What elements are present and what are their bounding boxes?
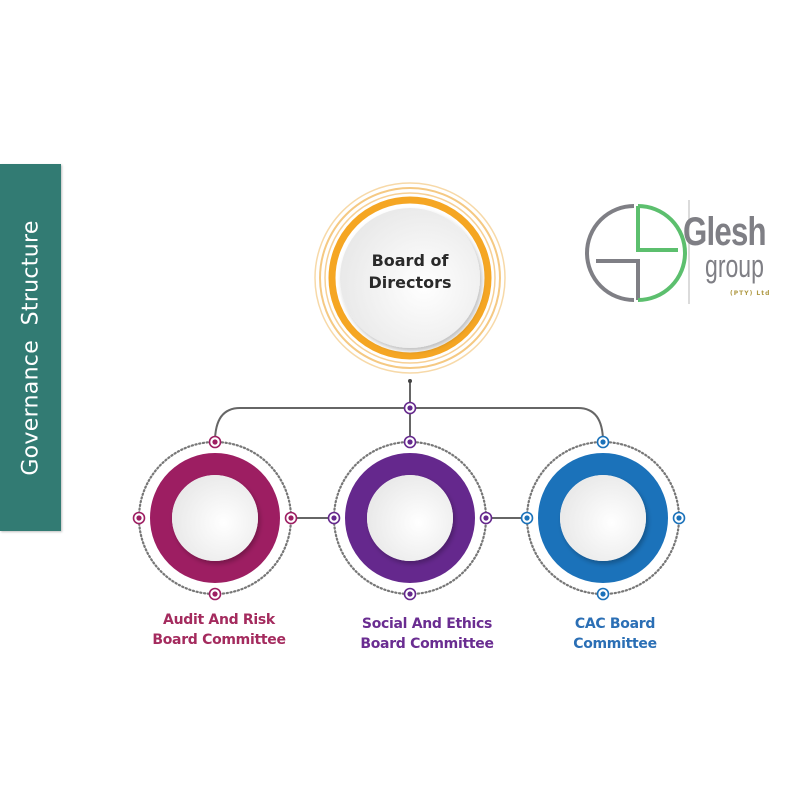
committee-face: [367, 475, 453, 561]
connector-node-icon: [596, 587, 610, 601]
logo-name: Glesh: [683, 210, 767, 254]
board-node[interactable]: [314, 182, 506, 374]
board-label-line2: Directors: [368, 273, 452, 292]
connector-node-icon: [208, 435, 222, 449]
board-halo-ring: [324, 192, 496, 364]
committee-label-audit-risk: Audit And Risk Board Committee: [124, 610, 314, 650]
glesh-logo: Glesh group (PTY) Ltd: [585, 195, 800, 305]
logo-suffix: (PTY) Ltd: [730, 290, 771, 297]
board-label: Board of Directors: [330, 250, 490, 294]
committee-label-line1: Audit And Risk: [163, 612, 275, 628]
committee-label-cac: CAC Board Committee: [520, 614, 710, 654]
connector-node-icon: [132, 511, 146, 525]
committee-ring: [150, 453, 280, 583]
committee-label-line1: Social And Ethics: [361, 616, 493, 632]
board-ring: [328, 196, 492, 360]
connector-node-icon: [672, 511, 686, 525]
committee-label-line1: CAC Board: [574, 616, 656, 632]
board-halo-ring: [319, 187, 501, 369]
committee-label-social-ethics: Social And Ethics Board Committee: [332, 614, 522, 654]
committee-node-audit-risk[interactable]: [137, 440, 293, 596]
committee-label-line2: Board Committee: [360, 636, 494, 652]
connector-node-icon: [284, 511, 298, 525]
connector-node-icon: [520, 511, 534, 525]
committee-node-cac[interactable]: [525, 440, 681, 596]
board-face: [340, 208, 480, 348]
connector-node-icon: [403, 587, 417, 601]
board-halo-ring: [314, 182, 506, 374]
board-label-line1: Board of: [371, 251, 449, 270]
connector-node-icon: [403, 435, 417, 449]
committee-ring: [345, 453, 475, 583]
committee-face: [172, 475, 258, 561]
side-panel: Governance Structure: [0, 164, 61, 531]
connector-node-icon: [327, 511, 341, 525]
connector-node-icon: [479, 511, 493, 525]
connector-endpoint: [408, 379, 412, 383]
committee-label-line2: Committee: [573, 636, 657, 652]
committee-ring: [538, 453, 668, 583]
committee-node-social-ethics[interactable]: [332, 440, 488, 596]
connector-node-icon: [403, 401, 417, 415]
committee-label-line2: Board Committee: [152, 632, 286, 648]
connector-node-icon: [596, 435, 610, 449]
connector-node-icon: [208, 587, 222, 601]
logo-sub: group: [705, 248, 764, 284]
logo-mark-icon: [585, 200, 690, 304]
committee-face: [560, 475, 646, 561]
